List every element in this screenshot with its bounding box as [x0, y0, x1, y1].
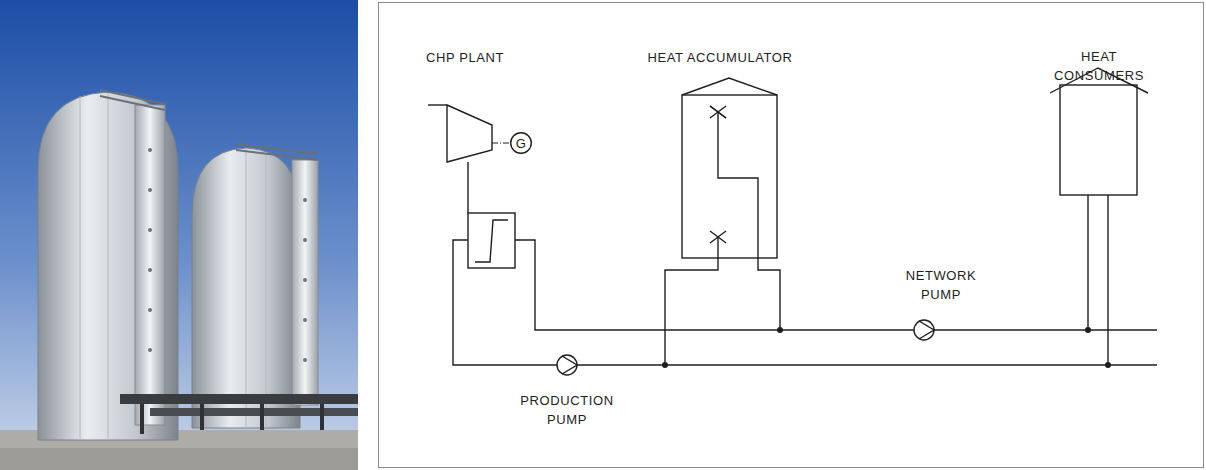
part-label: HEAT ACCUMULATOR	[647, 48, 792, 67]
part-label: PRODUCTION PUMP	[520, 391, 613, 429]
part-label: CHP PLANT	[426, 48, 504, 67]
part-label: NETWORK PUMP	[906, 266, 977, 304]
part-label: HEAT CONSUMERS	[1054, 47, 1144, 85]
generator-circle: G	[510, 132, 532, 154]
generator-letter: G	[516, 134, 527, 153]
